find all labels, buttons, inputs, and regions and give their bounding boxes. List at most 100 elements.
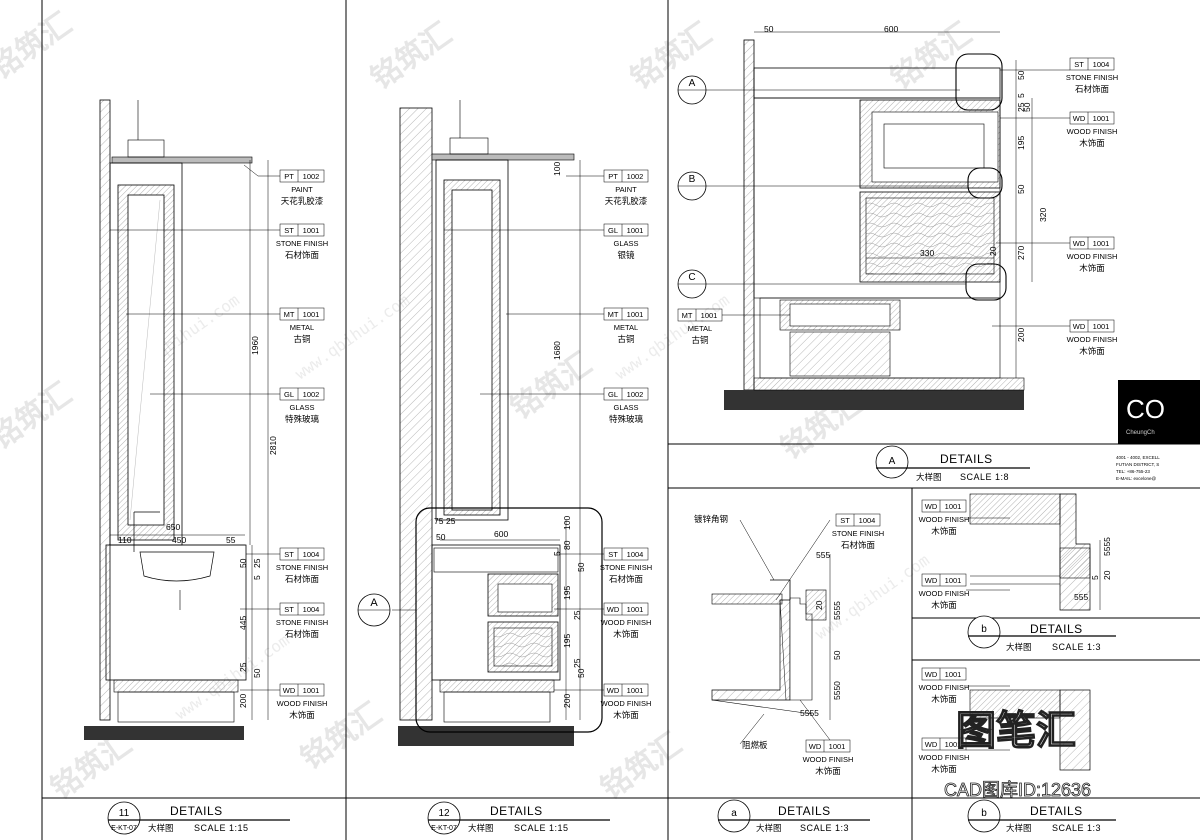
tag-en: METAL bbox=[688, 324, 712, 333]
tag-num: 1001 bbox=[627, 226, 644, 235]
dim-25: 25 bbox=[572, 610, 582, 620]
title-cn: 大样图 bbox=[468, 823, 494, 834]
dim-50: 50 bbox=[436, 532, 446, 542]
tag-en: WOOD FINISH bbox=[803, 755, 854, 764]
title-scale: SCALE 1:3 bbox=[1052, 642, 1101, 652]
panel-A-dims: 50 600 330 50 5 25 50 195 50 320 270 20 … bbox=[764, 24, 1048, 342]
panel-detail-b-lower: WD 1001 WOOD FINISH 木饰面 WD 1001 WOOD FIN… bbox=[919, 667, 1091, 775]
dim-555: 555 bbox=[1074, 592, 1088, 602]
watermark-text: 铭筑汇 bbox=[365, 16, 459, 96]
panel-a-tag-text: 镀锌角钢 阻燃板 ST 1004 STONE FINISH 石材饰面 WD 10… bbox=[694, 514, 884, 777]
dim-100b: 100 bbox=[562, 516, 572, 530]
dim-50: 50 bbox=[1016, 70, 1026, 80]
tag-cn: 木饰面 bbox=[931, 694, 957, 705]
tag-cn: 古铜 bbox=[691, 335, 708, 346]
tag-en: WOOD FINISH bbox=[1067, 127, 1118, 136]
tag-code: GL bbox=[608, 390, 618, 399]
dim-50c: 50 bbox=[1016, 184, 1026, 194]
tag-en: METAL bbox=[290, 323, 314, 332]
watermark-url: www.qbihui.com bbox=[171, 630, 292, 723]
dim-270: 270 bbox=[1016, 246, 1026, 260]
tag-num: 1001 bbox=[303, 226, 320, 235]
dim-25b: 25 bbox=[572, 658, 582, 668]
tag-num: 1001 bbox=[829, 742, 846, 751]
tag-en: WOOD FINISH bbox=[919, 753, 970, 762]
tag-code: WD bbox=[607, 686, 620, 695]
tag-num: 1001 bbox=[303, 310, 320, 319]
panel-detail-b-upper bbox=[966, 493, 1101, 611]
panel-b-upper-dims: 20 5555 5 555 bbox=[1074, 537, 1112, 602]
tag-cn: 银镜 bbox=[617, 250, 635, 261]
tag-num: 1001 bbox=[945, 502, 962, 511]
title-number: 11 bbox=[119, 808, 130, 819]
tag-code: PT bbox=[284, 172, 294, 181]
watermark-text: 铭筑汇 bbox=[595, 726, 689, 806]
dim-5555: 5555 bbox=[832, 601, 842, 620]
dim-195b: 195 bbox=[562, 634, 572, 648]
tag-cn: 天花乳胶漆 bbox=[605, 196, 648, 207]
tag-en: GLASS bbox=[613, 403, 638, 412]
title-scale: SCALE 1:3 bbox=[1052, 823, 1101, 833]
tag-cn: 木饰面 bbox=[613, 629, 639, 640]
title-cn: 大样图 bbox=[916, 472, 942, 483]
panel-a-tags bbox=[805, 513, 881, 753]
dim-200: 200 bbox=[1016, 328, 1026, 342]
panel-elevation-12 bbox=[398, 100, 603, 746]
title-number: b bbox=[981, 808, 987, 819]
sheet-frame bbox=[41, 0, 1200, 840]
panel-detail-a bbox=[711, 519, 831, 745]
tag-en: STONE FINISH bbox=[276, 239, 328, 248]
dim-320: 320 bbox=[1038, 208, 1048, 222]
panel-detail-A bbox=[724, 31, 1033, 410]
tag-en: STONE FINISH bbox=[1066, 73, 1118, 82]
dim-5: 5 bbox=[1016, 93, 1026, 98]
title-ref: E-KT-07 bbox=[431, 825, 457, 832]
tag-num: 1004 bbox=[303, 550, 320, 559]
title-12: 12 E-KT-07 DETAILS 大样图 SCALE 1:15 bbox=[427, 801, 610, 835]
tag-en: METAL bbox=[614, 323, 638, 332]
dim-50b: 50 bbox=[1022, 102, 1032, 112]
watermark-text: 铭筑汇 bbox=[885, 16, 979, 96]
title-A: A DETAILS 大样图 SCALE 1:8 bbox=[875, 445, 1030, 483]
tag-en: STONE FINISH bbox=[600, 563, 652, 572]
tag-code: ST bbox=[840, 516, 850, 525]
tag-cn: 木饰面 bbox=[1079, 263, 1105, 274]
tag-cn: 木饰面 bbox=[1079, 346, 1105, 357]
dim-5: 5 bbox=[1090, 575, 1100, 580]
stamp-logo: 图笔汇 bbox=[956, 709, 1076, 753]
dim-650: 650 bbox=[166, 522, 180, 532]
dim-5550: 5550 bbox=[832, 681, 842, 700]
tag-num: 1001 bbox=[627, 605, 644, 614]
tag-cn: 石材饰面 bbox=[285, 574, 320, 585]
note-fire-board: 阻燃板 bbox=[742, 740, 768, 751]
dim-200: 200 bbox=[562, 694, 572, 708]
dim-600: 600 bbox=[494, 529, 508, 539]
panel-A-tag-text: ST 1004 STONE FINISH 石材饰面 WD 1001 WOOD F… bbox=[682, 60, 1119, 357]
tag-num: 1004 bbox=[627, 550, 644, 559]
tag-code: MT bbox=[682, 311, 693, 320]
dim-25: 25 bbox=[1016, 102, 1026, 112]
watermark-text: 铭筑汇 bbox=[0, 376, 78, 456]
panel-12-dims: 100 1680 600 75 25 50 100 80 5 50 195 25… bbox=[434, 162, 586, 708]
tag-en: GLASS bbox=[613, 239, 638, 248]
tag-cn: 特殊玻璃 bbox=[285, 414, 320, 425]
dim-5: 5 bbox=[252, 575, 262, 580]
tag-num: 1004 bbox=[1093, 60, 1110, 69]
tag-num: 1002 bbox=[303, 172, 320, 181]
tag-code: ST bbox=[1074, 60, 1084, 69]
title-scale: SCALE 1:15 bbox=[194, 823, 249, 833]
tag-en: STONE FINISH bbox=[276, 563, 328, 572]
dim-445: 445 bbox=[238, 616, 248, 630]
dim-25b: 25 bbox=[238, 662, 248, 672]
tag-num: 1001 bbox=[945, 576, 962, 585]
tag-code: WD bbox=[925, 576, 938, 585]
dim-330: 330 bbox=[920, 248, 934, 258]
tag-num: 1001 bbox=[1093, 239, 1110, 248]
tag-cn: 天花乳胶漆 bbox=[281, 196, 324, 207]
panel-12-tag-text: PT 1002 PAINT 天花乳胶漆 GL 1001 GLASS 银镜 MT … bbox=[600, 172, 652, 721]
dim-5555: 5555 bbox=[1102, 537, 1112, 556]
tag-cn: 石材饰面 bbox=[285, 629, 320, 640]
address-line: 4001 - 4002, EXCELL bbox=[1116, 455, 1160, 460]
title-number: a bbox=[731, 808, 737, 819]
